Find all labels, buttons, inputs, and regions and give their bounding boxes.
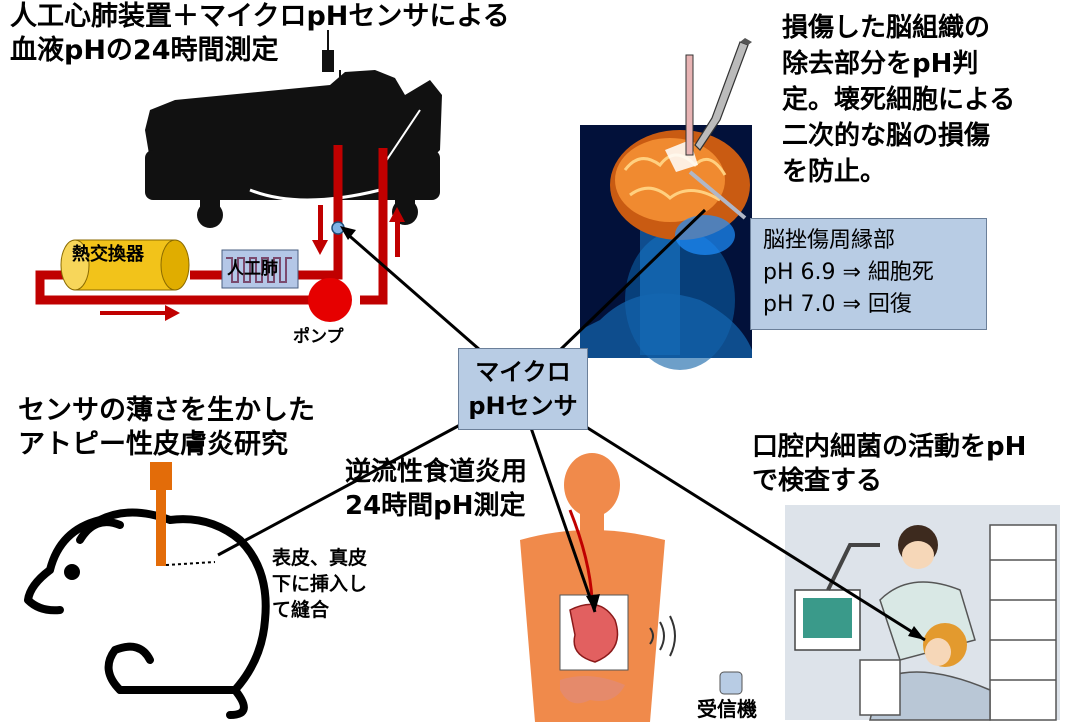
atopy-title-line2: アトピー性皮膚炎研究 [18,429,288,460]
pump-label: ポンプ [293,327,344,347]
mouse-sensor-head [150,462,172,490]
pump-illustration [308,278,352,322]
sensor-label-line2: pHセンサ [468,392,578,420]
insertion-note-line: 下に挿入し [272,573,368,595]
insertion-note-line: 表皮、真皮 [272,547,368,569]
cardiopulmonary-title-line2: 血液pHの24時間測定 [10,35,279,66]
insertion-note: 表皮、真皮 下に挿入し て縫合 [272,545,367,623]
ph-info-line: pH 7.0 ⇒ 回復 [763,292,912,317]
brain-description-line: 二次的な脳の損傷 [782,121,991,151]
heat-exchanger-illustration [60,239,190,291]
connector-lines [217,208,926,642]
sensor-label-line1: マイクロ [475,358,571,386]
brain-description-line: を防止。 [782,157,887,187]
oral-title-line1: 口腔内細菌の活動をpH [752,432,1027,462]
brain-description-line: 定。壊死細胞による [782,85,1016,115]
arrow-heads [340,226,925,640]
human-body-illustration [520,453,665,722]
insertion-note-line: て縫合 [272,599,330,621]
dental-clinic-illustration [785,505,1060,721]
atopy-title-line1: センサの薄さを生かした [18,395,315,426]
hospital-bed-illustration [145,30,442,228]
oral-title-line2: で検査する [752,466,883,496]
reflux-title-line2: 24時間pH測定 [345,491,526,521]
ph-info-box: 脳挫傷周縁部 pH 6.9 ⇒ 細胞死 pH 7.0 ⇒ 回復 [750,218,987,330]
brain-description: 損傷した脳組織の 除去部分をpH判 定。壊死細胞による 二次的な脳の損傷 を防止… [782,10,1015,190]
heat-exchanger-label: 熱交換器 [72,244,144,265]
mouse-illustration [24,508,270,719]
scalpel-illustration [685,38,752,156]
info-pointer [688,170,747,220]
receiver-device [719,671,743,695]
micro-ph-sensor-box: マイクロ pHセンサ [458,348,588,430]
receiver-label: 受信機 [697,697,757,721]
brain-description-line: 損傷した脳組織の [782,13,991,43]
flow-arrows [100,205,405,321]
insertion-line [165,561,216,566]
cardiopulmonary-title-line1: 人工心肺装置＋マイクロpHセンサによる [10,1,510,32]
artificial-lung-illustration [221,249,299,289]
mouse-sensor-needle [156,488,166,566]
ph-info-line: 脳挫傷周縁部 [763,228,896,253]
reflux-title-line1: 逆流性食道炎用 [345,457,528,487]
artificial-lung-label: 人工肺 [227,259,278,279]
signal-waves [649,615,676,657]
ph-info-line: pH 6.9 ⇒ 細胞死 [763,260,934,285]
brain-description-line: 除去部分をpH判 [782,49,979,79]
